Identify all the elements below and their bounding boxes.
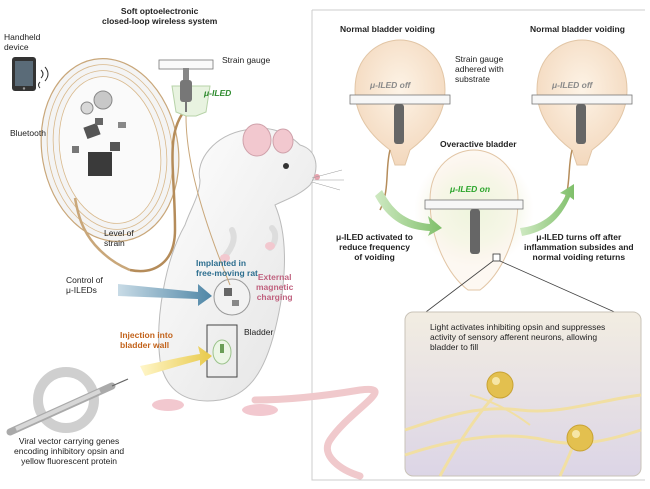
activate-arrow: [375, 190, 442, 236]
uiled-on-label: μ-ILED on: [450, 184, 491, 194]
viral-vector-label: Viral vector carrying genes encoding inh…: [14, 436, 124, 466]
light-line3: bladder to fill: [430, 342, 479, 352]
handheld-device-icon: [12, 57, 49, 91]
activated-label: μ-ILED activated to reduce frequency of …: [336, 232, 413, 262]
activated-line1: μ-ILED activated to: [336, 232, 413, 242]
handheld-label: Handheld device: [4, 32, 40, 52]
turnsoff-line3: normal voiding returns: [532, 252, 626, 262]
strain-adhered-label: Strain gauge adhered with substrate: [455, 54, 504, 84]
external-line2: magnetic: [256, 282, 294, 292]
external-line3: charging: [256, 292, 293, 302]
injection-line2: bladder wall: [120, 340, 170, 350]
implanted-line2: free-moving rat: [196, 268, 258, 278]
viral-line1: Viral vector carrying genes: [18, 436, 120, 446]
wireless-coil-device: [40, 58, 180, 272]
level-line2: strain: [104, 238, 125, 248]
strain-gauge-label: Strain gauge: [222, 55, 271, 65]
system-title-line2: closed-loop wireless system: [102, 16, 218, 26]
bladder-right: [531, 39, 633, 211]
external-charging-label: External magnetic charging: [256, 272, 293, 302]
system-title: Soft optoelectronic closed-loop wireless…: [102, 6, 217, 26]
implanted-line1: Implanted in: [196, 258, 247, 268]
implanted-label: Implanted in free-moving rat: [196, 258, 258, 278]
injection-line1: Injection into: [120, 330, 173, 340]
uiled-label: μ-ILED: [204, 88, 232, 98]
bladder-left: [349, 39, 451, 211]
light-line1: Light activates inhibiting opsin and sup…: [430, 322, 606, 332]
external-line1: External: [257, 272, 292, 282]
light-line2: activity of sensory afferent neurons, al…: [430, 332, 598, 342]
wire: [129, 109, 186, 273]
bladder-overactive: [414, 149, 534, 291]
uiled-off-right-label: μ-ILED off: [552, 80, 593, 90]
strain-adhered-line1: Strain gauge: [455, 54, 504, 64]
system-title-line1: Soft optoelectronic: [120, 6, 199, 16]
level-line1: Level of: [104, 228, 134, 238]
strain-adhered-line3: substrate: [455, 74, 490, 84]
neuron-inset: [404, 311, 642, 477]
injection-label: Injection into bladder wall: [120, 330, 173, 350]
overactive-label: Overactive bladder: [440, 139, 517, 149]
viral-line2: encoding inhibitory opsin and: [14, 446, 125, 456]
light-activates-label: Light activates inhibiting opsin and sup…: [430, 322, 630, 352]
activated-line3: of voiding: [354, 252, 395, 262]
turnoff-arrow: [520, 184, 574, 236]
handheld-label-line1: Handheld: [4, 32, 41, 42]
control-label: Control of μ-ILEDs: [66, 275, 103, 295]
handheld-label-line2: device: [4, 42, 29, 52]
control-line2: μ-ILEDs: [66, 285, 97, 295]
turnsoff-line2: inflammation subsides and: [524, 242, 634, 252]
control-line1: Control of: [66, 275, 103, 285]
normal-voiding-left-label: Normal bladder voiding: [340, 24, 435, 34]
turns-off-label: μ-ILED turns off after inflammation subs…: [524, 232, 634, 262]
bladder-box: [206, 324, 238, 378]
bladder-label: Bladder: [244, 327, 274, 337]
rat-illustration: [152, 115, 379, 480]
syringe-icon: [6, 367, 129, 436]
strain-adhered-line2: adhered with: [455, 64, 504, 74]
level-of-strain-label: Level of strain: [104, 228, 134, 248]
injection-arrow: [140, 346, 212, 376]
strain-gauge-device: [158, 59, 214, 117]
zoom-lines: [417, 260, 629, 319]
viral-line3: yellow fluorescent protein: [21, 456, 118, 466]
uiled-off-left-label: μ-ILED off: [370, 80, 411, 90]
bluetooth-chip: [88, 152, 112, 176]
implant-arrow: [118, 284, 212, 306]
activated-line2: reduce frequency: [339, 242, 410, 252]
normal-voiding-right-label: Normal bladder voiding: [530, 24, 625, 34]
turnsoff-line1: μ-ILED turns off after: [536, 232, 622, 242]
bluetooth-label: Bluetooth: [10, 128, 46, 138]
